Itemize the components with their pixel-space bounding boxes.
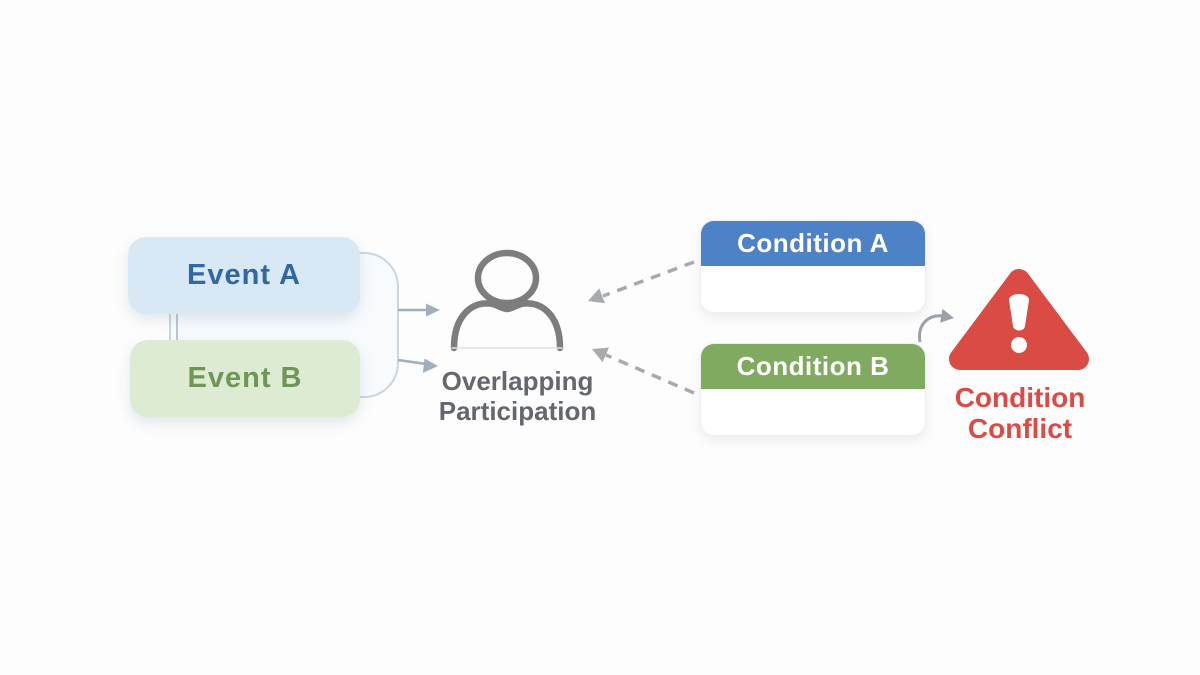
condition-a-to-person-dashed-arrow bbox=[588, 260, 695, 304]
condition-b-header: Condition B bbox=[701, 344, 925, 389]
condition-b-to-conflict-curved-arrow bbox=[918, 308, 954, 343]
condition-a-label: Condition A bbox=[737, 228, 889, 258]
condition-b-body bbox=[701, 389, 925, 434]
overlap-label-line1: Overlapping bbox=[441, 366, 594, 396]
person-icon bbox=[450, 249, 564, 352]
condition-a-card: Condition A bbox=[700, 220, 926, 313]
event-b-box: Event B bbox=[130, 340, 360, 417]
events-to-person-arrow-top bbox=[398, 303, 440, 317]
conflict-label-line1: Condition bbox=[954, 382, 1086, 413]
overlapping-participation-label: Overlapping Participation bbox=[400, 366, 635, 426]
condition-b-label: Condition B bbox=[736, 351, 890, 381]
condition-conflict-label: Condition Conflict bbox=[930, 382, 1110, 444]
exclamation-dot bbox=[1011, 337, 1027, 353]
exclamation-bar bbox=[1009, 294, 1029, 331]
event-a-box: Event A bbox=[128, 237, 360, 314]
conflict-label-line2: Conflict bbox=[967, 413, 1073, 444]
event-b-label: Event B bbox=[187, 362, 303, 394]
event-a-label: Event A bbox=[187, 259, 301, 291]
condition-a-body bbox=[701, 266, 925, 311]
condition-a-header: Condition A bbox=[701, 221, 925, 266]
overlap-label-line2: Participation bbox=[438, 396, 597, 426]
warning-triangle-icon bbox=[949, 269, 1089, 370]
condition-b-card: Condition B bbox=[700, 343, 926, 436]
